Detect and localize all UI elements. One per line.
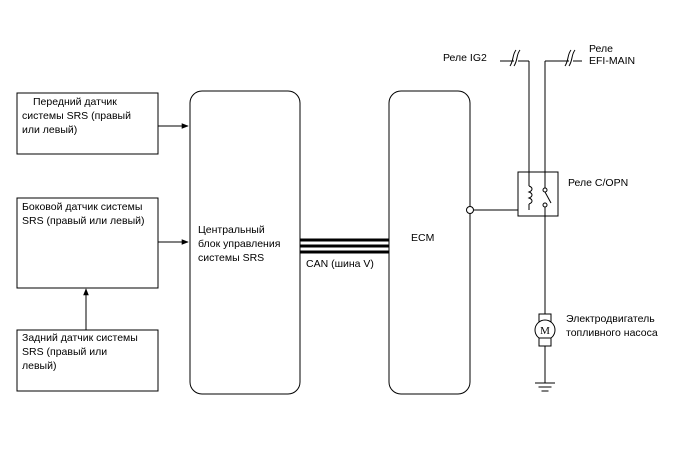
ecm-box: ECM — [388, 90, 471, 395]
relay-ig2-label: Реле IG2 — [443, 52, 487, 64]
can-bus-lines — [300, 238, 389, 254]
fuel-pump-label-line-1: Электродвигатель — [566, 313, 655, 325]
side-sensor-label-line-2: SRS (правый или левый) — [22, 215, 145, 227]
can-bus-label: CAN (шина V) — [306, 258, 374, 270]
front-sensor-label-line-1: Передний датчик — [33, 96, 117, 108]
fuel-pump-motor-icon: M — [534, 313, 556, 347]
ecm-terminal — [466, 206, 474, 214]
front-sensor-label-line-3: или левый) — [22, 124, 77, 136]
rear-sensor-box: Задний датчик системы SRS (правый или ле… — [16, 329, 159, 392]
central-unit-label-line-2: блок управления — [198, 238, 280, 250]
ecm-label: ECM — [411, 232, 434, 244]
side-sensor-label-line-1: Боковой датчик системы — [22, 201, 142, 213]
relay-efi-main-label-line-1: Реле — [589, 43, 613, 55]
central-unit-label-line-3: системы SRS — [198, 252, 264, 264]
rear-sensor-label-line-3: левый) — [22, 360, 56, 372]
front-sensor-box: Передний датчик системы SRS (правый или … — [16, 92, 159, 155]
rear-sensor-label-line-1: Задний датчик системы — [22, 332, 138, 344]
relay-copn-icon — [517, 171, 559, 217]
ground-icon — [535, 382, 555, 392]
side-sensor-box: Боковой датчик системы SRS (правый или л… — [16, 197, 159, 289]
fuel-pump-label-line-2: топливного насоса — [566, 327, 658, 339]
relay-copn-label: Реле C/OPN — [568, 177, 628, 189]
central-unit-label-line-1: Центральный — [198, 224, 265, 236]
fuel-pump-motor-symbol: M — [540, 325, 550, 337]
relay-ig2-connector-icon — [500, 49, 529, 67]
central-unit-box: Центральный блок управления системы SRS — [189, 90, 301, 395]
front-sensor-label-line-2: системы SRS (правый — [22, 110, 131, 122]
relay-efi-main-connector-icon — [560, 49, 582, 67]
rear-sensor-label-line-2: SRS (правый или — [22, 346, 107, 358]
relay-efi-main-label-line-2: EFI-MAIN — [589, 55, 635, 67]
